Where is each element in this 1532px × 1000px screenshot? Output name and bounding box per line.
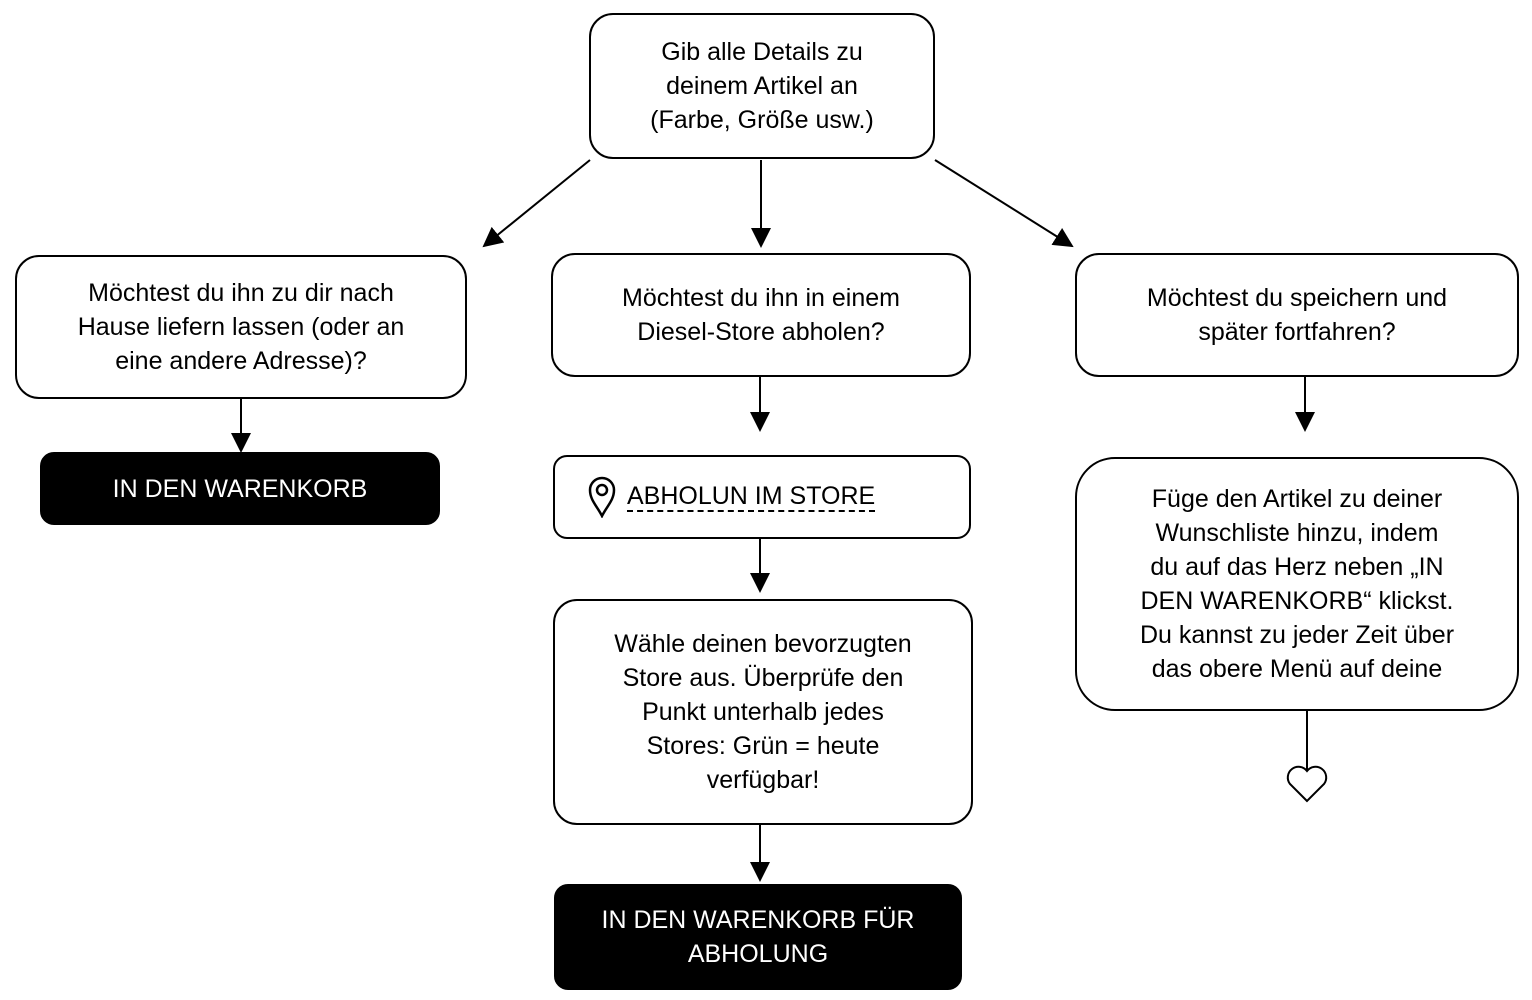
location-pin-icon bbox=[588, 476, 616, 518]
edge-start-to-home bbox=[482, 159, 591, 248]
start-node: Gib alle Details zu deinem Artikel an (F… bbox=[589, 13, 935, 159]
heart-outline-icon[interactable] bbox=[1285, 764, 1329, 804]
add-to-cart-button[interactable]: IN DEN WARENKORB bbox=[40, 452, 440, 525]
edge-start-to-save bbox=[934, 159, 1074, 248]
pickup-in-store-link[interactable]: ABHOLUN IM STORE bbox=[553, 455, 971, 539]
save-later-question: Möchtest du speichern und später fortfah… bbox=[1075, 253, 1519, 377]
home-delivery-question: Möchtest du ihn zu dir nach Hause liefer… bbox=[15, 255, 467, 399]
wishlist-step: Füge den Artikel zu deiner Wunschliste h… bbox=[1075, 457, 1519, 711]
store-pickup-question: Möchtest du ihn in einem Diesel-Store ab… bbox=[551, 253, 971, 377]
choose-store-step: Wähle deinen bevorzugten Store aus. Über… bbox=[553, 599, 973, 825]
add-to-cart-pickup-button[interactable]: IN DEN WARENKORB FÜR ABHOLUNG bbox=[554, 884, 962, 990]
pickup-in-store-label[interactable]: ABHOLUN IM STORE bbox=[627, 482, 876, 512]
